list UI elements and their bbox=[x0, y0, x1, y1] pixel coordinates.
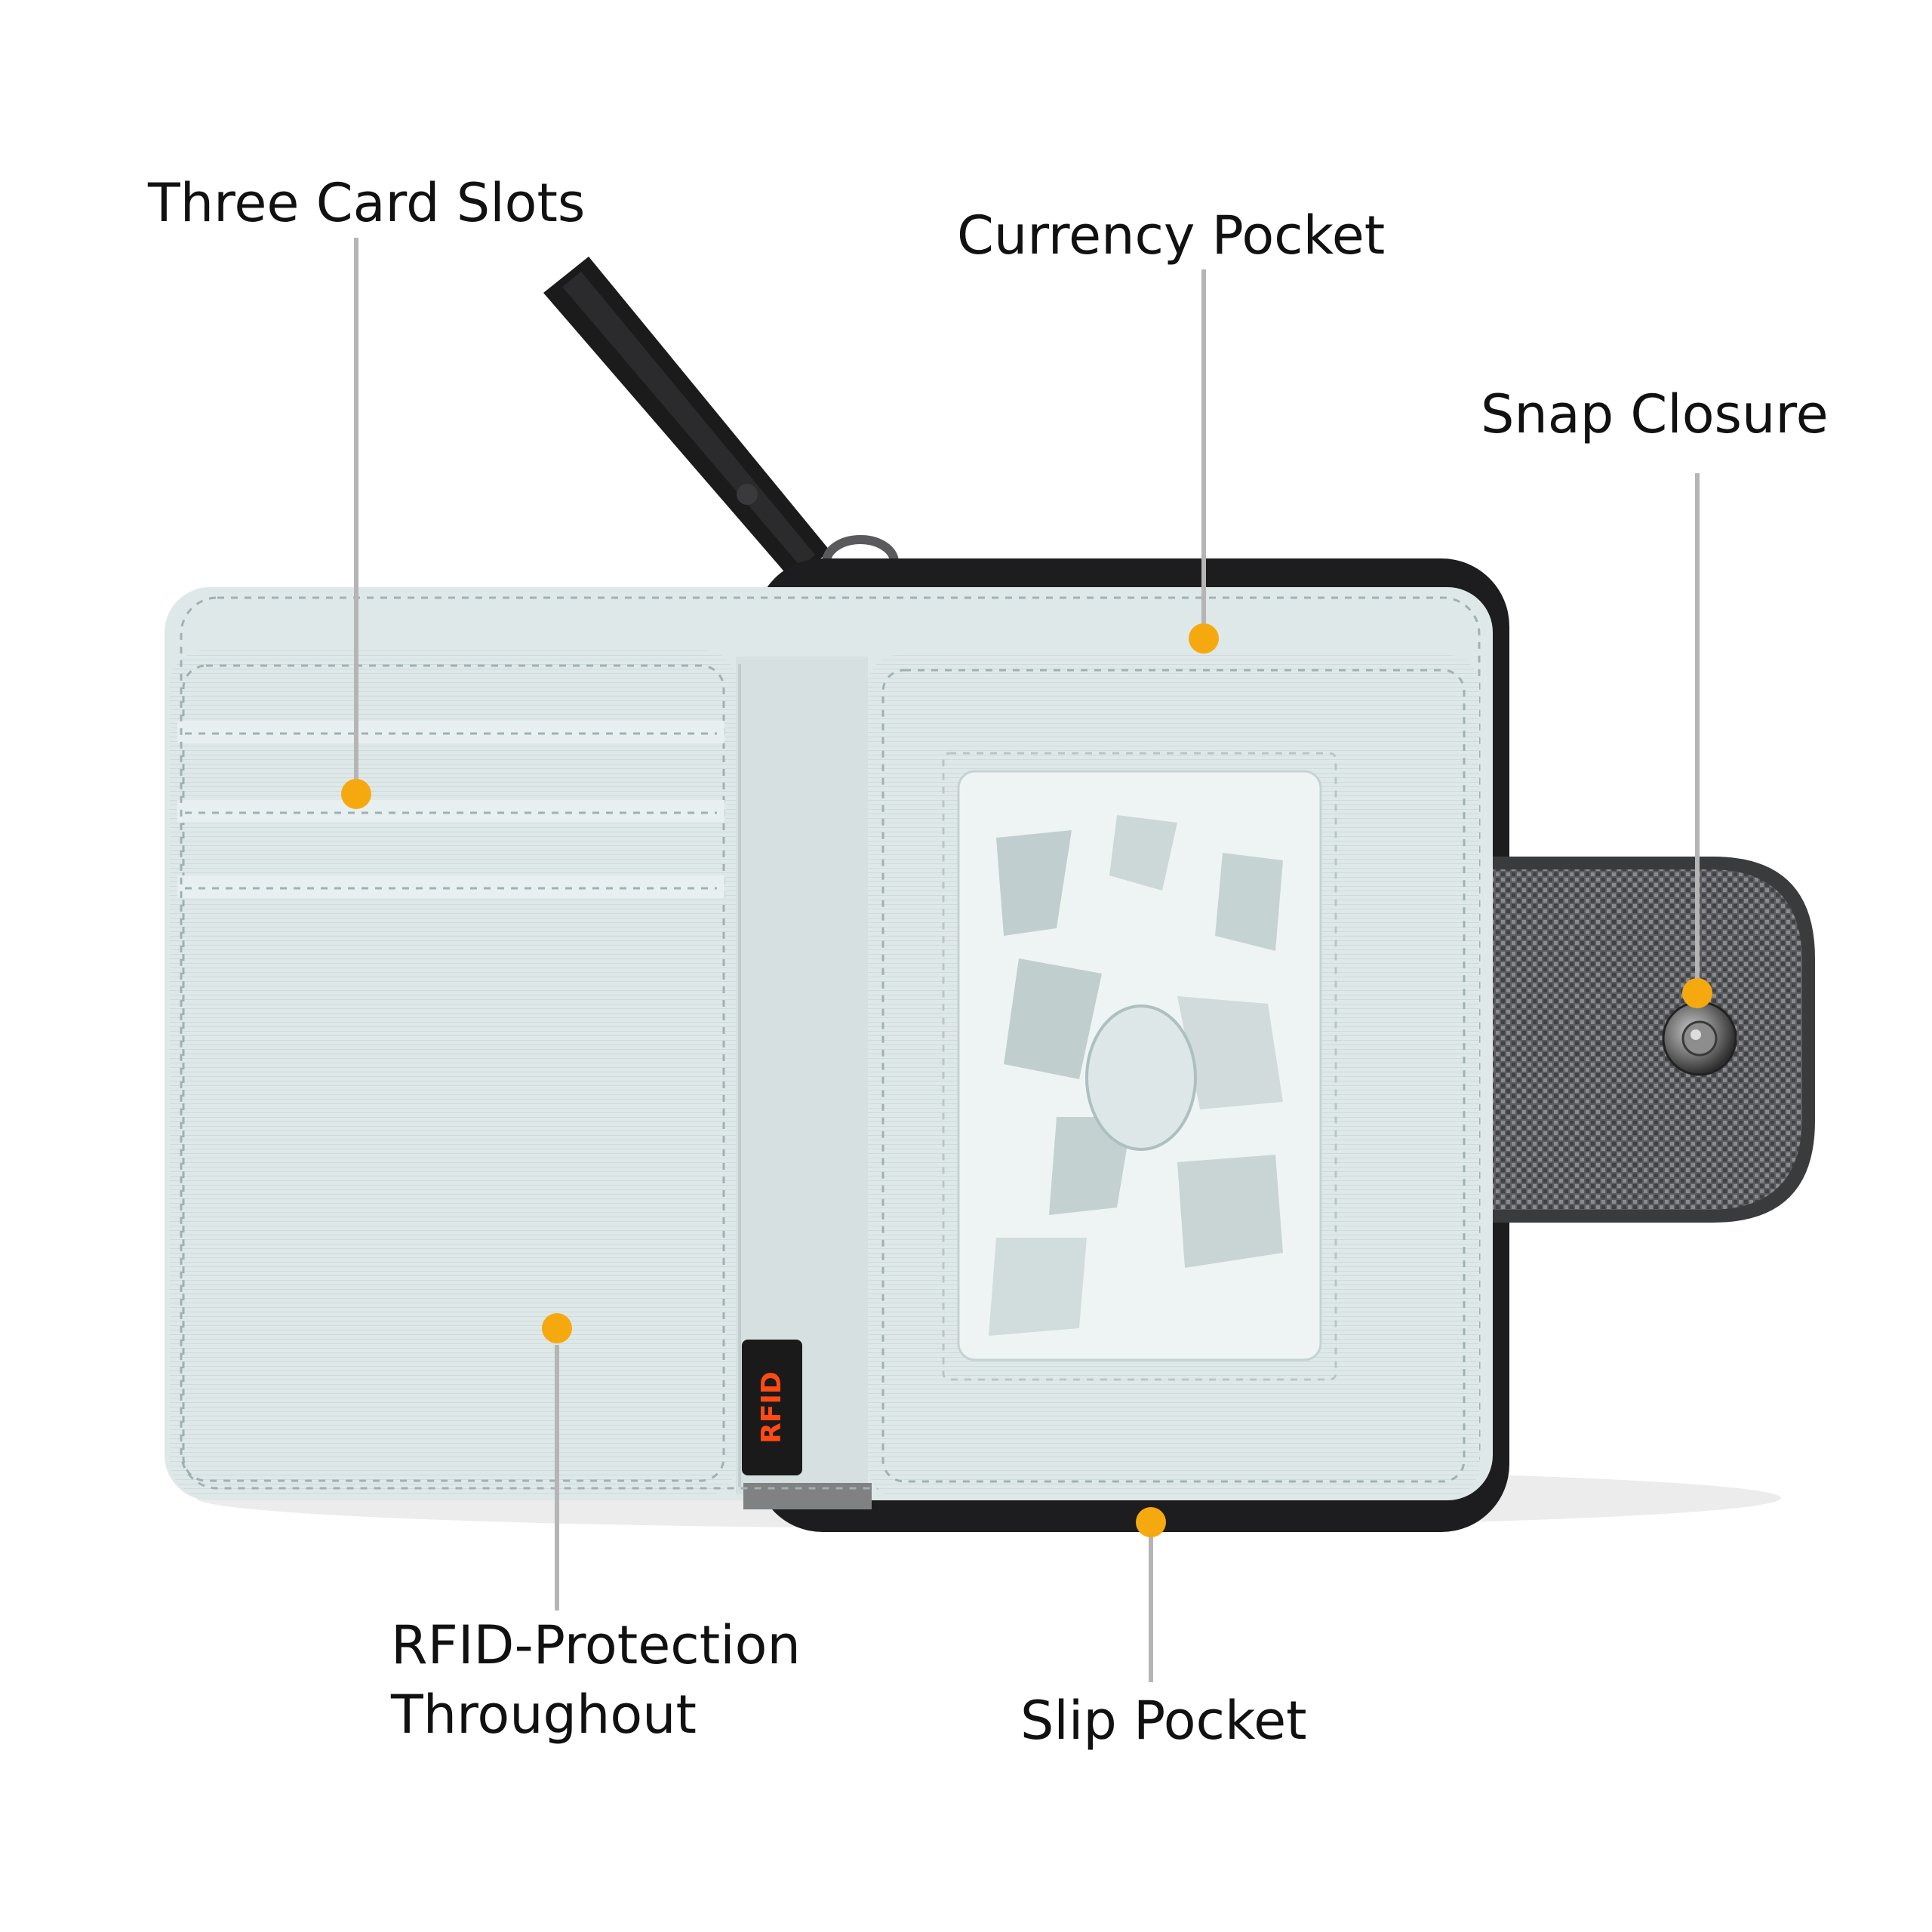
dot-slip-pocket bbox=[1136, 1507, 1166, 1537]
leader-snap-closure bbox=[1695, 473, 1700, 992]
leader-card-slots bbox=[354, 238, 358, 792]
dot-card-slots bbox=[341, 779, 371, 809]
label-currency-pocket: Currency Pocket bbox=[957, 205, 1386, 266]
label-slip-pocket: Slip Pocket bbox=[1020, 1690, 1307, 1752]
id-window bbox=[942, 752, 1337, 1381]
rfid-tag-text: RFID bbox=[756, 1371, 787, 1444]
card-panel bbox=[170, 651, 737, 1496]
card-slots bbox=[177, 721, 724, 898]
snap-button bbox=[1662, 1001, 1737, 1076]
snap-tab bbox=[1472, 857, 1815, 1223]
leader-currency-pocket bbox=[1201, 269, 1206, 638]
label-rfid-line2: Throughout bbox=[391, 1684, 697, 1746]
leader-slip-pocket bbox=[1149, 1529, 1153, 1682]
dot-snap-closure bbox=[1682, 978, 1712, 1008]
label-rfid-line1: RFID-Protection bbox=[391, 1614, 801, 1676]
label-three-card-slots: Three Card Slots bbox=[148, 172, 586, 234]
dot-currency-pocket bbox=[1189, 623, 1219, 654]
label-snap-closure: Snap Closure bbox=[1481, 383, 1829, 445]
dot-rfid bbox=[542, 1313, 572, 1343]
leader-rfid bbox=[555, 1345, 559, 1611]
label-rfid-protection: RFID-Protection Throughout bbox=[391, 1614, 801, 1746]
rfid-tag bbox=[742, 1340, 802, 1475]
